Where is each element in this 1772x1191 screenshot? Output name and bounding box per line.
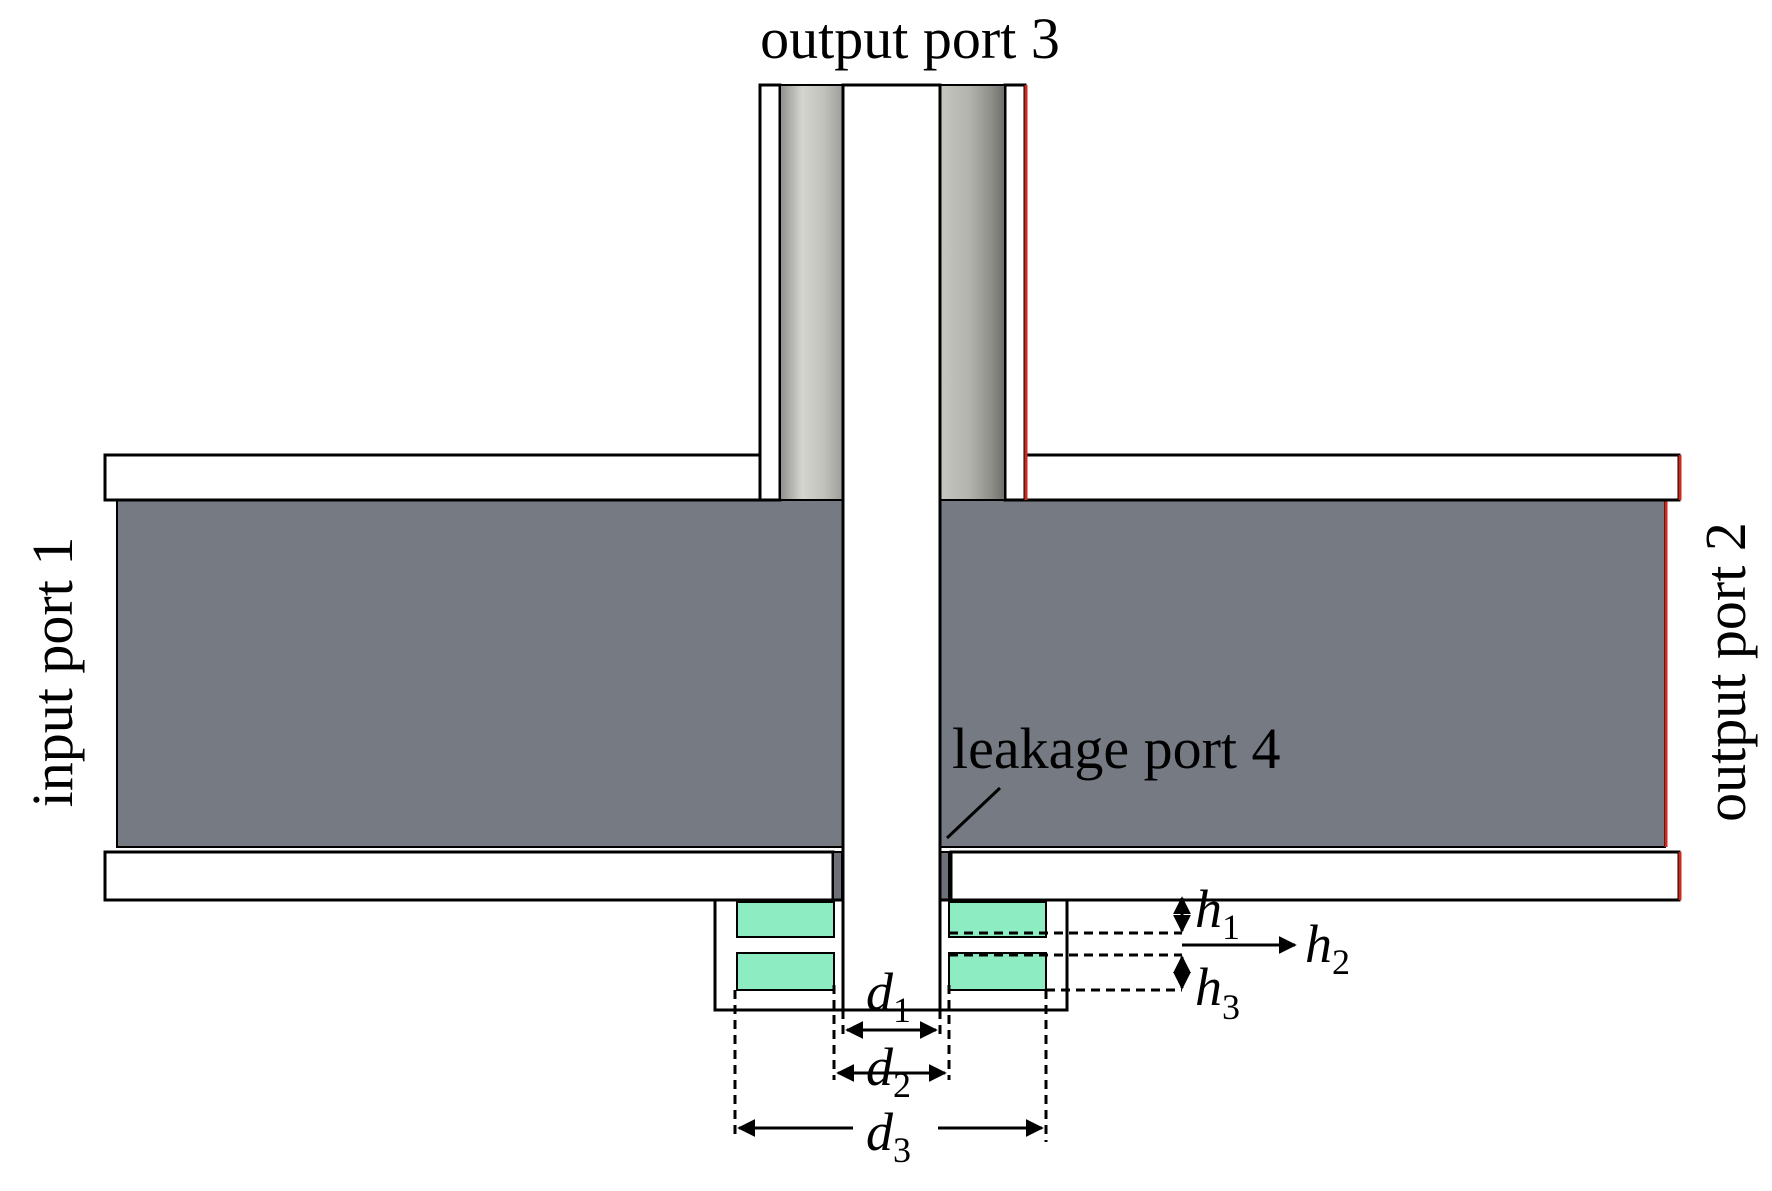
output-port-3-label: output port 3 <box>760 6 1060 71</box>
top-wall-left <box>103 453 762 502</box>
top-wall-right <box>1021 453 1681 502</box>
dielectric-upper-left <box>736 901 835 938</box>
tube-inner-left <box>779 84 844 501</box>
leakage-port-4-label: leakage port 4 <box>952 716 1281 781</box>
dielectric-lower-left <box>736 952 835 991</box>
d1-label: d1 <box>866 962 911 1030</box>
tube-outer-wall-left <box>758 83 782 502</box>
dielectric-upper-right <box>948 901 1047 938</box>
dimension-arrows <box>737 896 1297 1137</box>
dielectric-lower-right <box>948 952 1047 991</box>
dimension-extension-lines <box>733 931 1182 1142</box>
d2-label: d2 <box>866 1037 911 1105</box>
h3-label: h3 <box>1195 957 1240 1027</box>
leakage-pointer-line <box>945 786 1002 840</box>
bottom-wall-left <box>103 850 835 902</box>
d3-label: d3 <box>866 1102 911 1170</box>
center-conductor <box>841 83 942 1012</box>
input-port-1-label: input port 1 <box>20 537 85 808</box>
tube-inner-right <box>939 84 1006 501</box>
bottom-wall-right <box>949 850 1681 902</box>
tube-outer-wall-right <box>1003 83 1027 502</box>
output-port-2-label: output port 2 <box>1693 522 1758 822</box>
h1-label: h1 <box>1195 879 1240 947</box>
h2-label: h2 <box>1305 914 1350 982</box>
